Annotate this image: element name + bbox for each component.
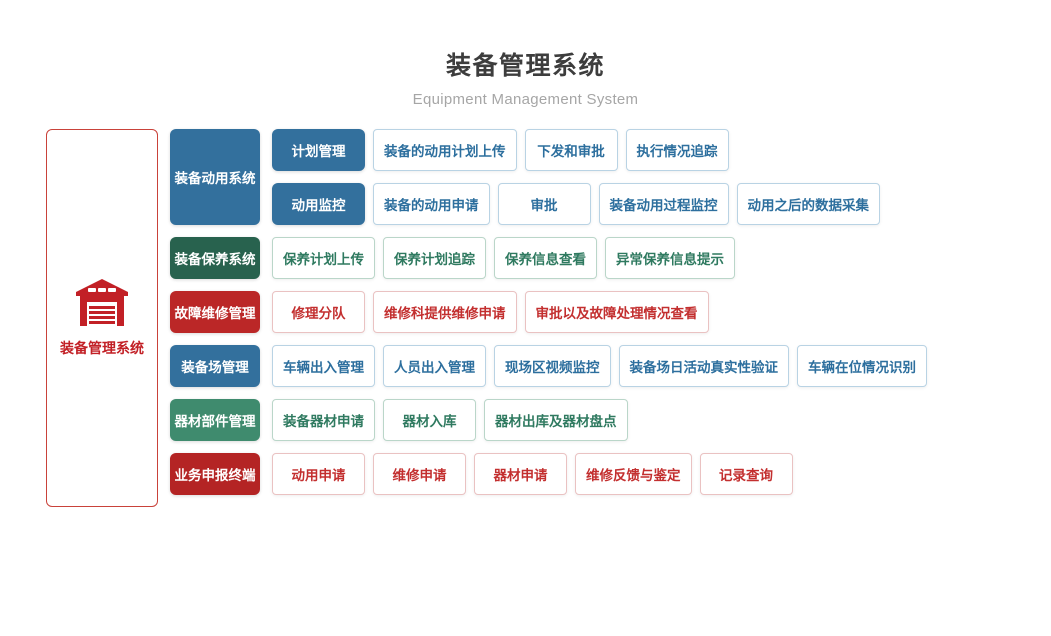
category-node: 装备保养系统 <box>170 237 260 279</box>
category-node: 装备场管理 <box>170 345 260 387</box>
group-row: 故障维修管理修理分队维修科提供维修申请审批以及故障处理情况查看 <box>170 291 927 333</box>
category-node: 故障维修管理 <box>170 291 260 333</box>
leaf-node: 装备动用过程监控 <box>598 183 729 225</box>
page-title: 装备管理系统 <box>445 52 605 80</box>
warehouse-icon <box>76 279 128 326</box>
leaf-node: 器材入库 <box>383 399 476 441</box>
category-node: 业务申报终端 <box>170 453 260 495</box>
subcategory-node: 动用监控 <box>272 183 365 225</box>
subgroup-row: 动用监控装备的动用申请审批装备动用过程监控动用之后的数据采集 <box>272 183 880 225</box>
leaf-node: 装备的动用申请 <box>373 183 490 225</box>
leaf-node: 修理分队 <box>272 291 365 333</box>
leaf-node: 维修申请 <box>373 453 466 495</box>
leaf-node: 保养计划追踪 <box>383 237 486 279</box>
leaf-node: 执行情况追踪 <box>625 129 729 171</box>
root-label: 装备管理系统 <box>60 340 144 356</box>
group-row: 业务申报终端动用申请维修申请器材申请维修反馈与鉴定记录查询 <box>170 453 927 495</box>
leaf-node: 保养计划上传 <box>272 237 375 279</box>
leaf-node: 器材出库及器材盘点 <box>484 399 628 441</box>
subgroup-column: 计划管理装备的动用计划上传下发和审批执行情况追踪动用监控装备的动用申请审批装备动… <box>272 129 880 225</box>
group-rows: 装备动用系统计划管理装备的动用计划上传下发和审批执行情况追踪动用监控装备的动用申… <box>170 129 927 495</box>
group-row: 装备场管理车辆出入管理人员出入管理现场区视频监控装备场日活动真实性验证车辆在位情… <box>170 345 927 387</box>
page-subtitle: Equipment Management System <box>412 91 639 108</box>
group-row: 器材部件管理装备器材申请器材入库器材出库及器材盘点 <box>170 399 927 441</box>
leaf-node: 审批 <box>497 183 591 225</box>
header: 装备管理系统 Equipment Management System <box>0 0 1051 108</box>
leaf-node: 车辆在位情况识别 <box>797 345 927 387</box>
leaf-node: 器材申请 <box>474 453 567 495</box>
leaf-node: 审批以及故障处理情况查看 <box>524 291 709 333</box>
leaf-node: 车辆出入管理 <box>272 345 375 387</box>
root-node: 装备管理系统 <box>46 129 158 507</box>
leaf-node: 动用之后的数据采集 <box>736 183 880 225</box>
leaf-node: 下发和审批 <box>524 129 618 171</box>
subcategory-node: 计划管理 <box>272 129 365 171</box>
subgroup-row: 计划管理装备的动用计划上传下发和审批执行情况追踪 <box>272 129 880 171</box>
leaf-node: 维修反馈与鉴定 <box>575 453 692 495</box>
leaf-node: 动用申请 <box>272 453 365 495</box>
leaf-node: 装备器材申请 <box>272 399 375 441</box>
leaf-node: 异常保养信息提示 <box>605 237 735 279</box>
group-row: 装备保养系统保养计划上传保养计划追踪保养信息查看异常保养信息提示 <box>170 237 927 279</box>
leaf-node: 保养信息查看 <box>494 237 597 279</box>
leaf-node: 装备场日活动真实性验证 <box>618 345 789 387</box>
group-row: 装备动用系统计划管理装备的动用计划上传下发和审批执行情况追踪动用监控装备的动用申… <box>170 129 927 225</box>
category-node: 装备动用系统 <box>170 129 260 225</box>
leaf-node: 维修科提供维修申请 <box>373 291 517 333</box>
leaf-node: 记录查询 <box>699 453 793 495</box>
category-node: 器材部件管理 <box>170 399 260 441</box>
leaf-node: 装备的动用计划上传 <box>373 129 517 171</box>
leaf-node: 现场区视频监控 <box>494 345 611 387</box>
leaf-node: 人员出入管理 <box>383 345 486 387</box>
diagram: 装备管理系统 装备动用系统计划管理装备的动用计划上传下发和审批执行情况追踪动用监… <box>46 129 927 507</box>
